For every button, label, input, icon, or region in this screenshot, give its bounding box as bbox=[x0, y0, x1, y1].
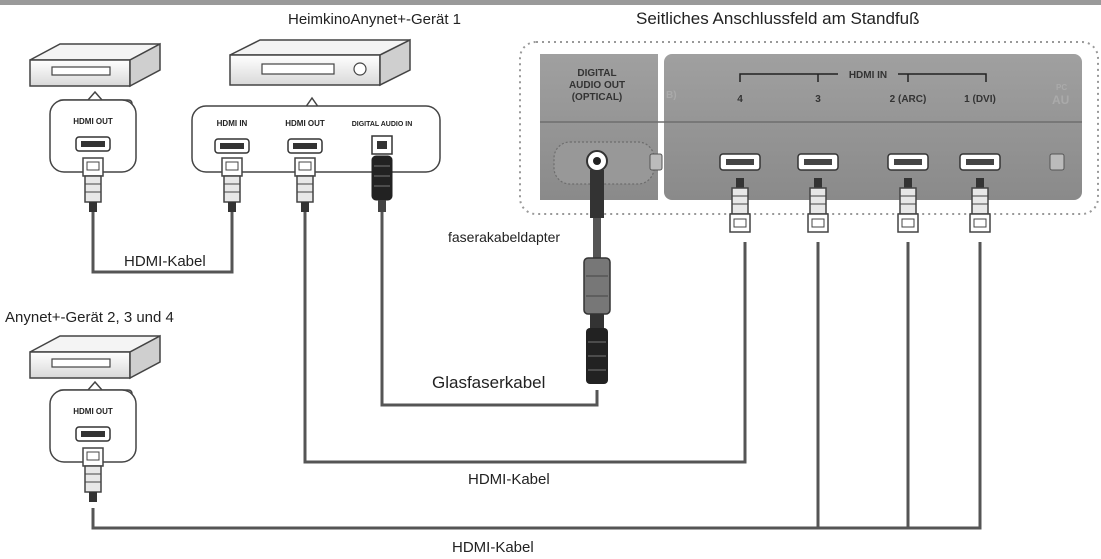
digital-audio-out-line3: (OPTICAL) bbox=[572, 92, 623, 103]
port-4-label: 4 bbox=[737, 94, 743, 105]
hdmi-cable-label-mid: HDMI-Kabel bbox=[468, 471, 550, 488]
digital-audio-out-line2: AUDIO OUT bbox=[569, 80, 625, 91]
hdmi-out-callout-top: HDMI OUT bbox=[49, 90, 137, 213]
pc-label-1: PC bbox=[1056, 83, 1067, 92]
hdmi-out-callout-bottom: HDMI OUT bbox=[49, 380, 137, 503]
optical-plug-ht bbox=[371, 155, 393, 212]
optical-cable-label: Glasfaserkabel bbox=[432, 373, 545, 392]
digital-audio-in-label: DIGITAL AUDIO IN bbox=[352, 121, 413, 128]
panel-left-cut-label: B) bbox=[666, 90, 677, 101]
anynet-devices-title: Anynet+-Gerät 2, 3 und 4 bbox=[5, 309, 174, 326]
optical-adapter-label: faserakabeldapter bbox=[448, 229, 560, 245]
home-theater-device bbox=[229, 38, 411, 87]
hdmi-out-label-top: HDMI OUT bbox=[73, 117, 113, 126]
side-panel-title: Seitliches Anschlussfeld am Standfuß bbox=[636, 9, 919, 28]
hdmi-cable-label-top: HDMI-Kabel bbox=[124, 253, 206, 270]
port-1-label: 1 (DVI) bbox=[964, 94, 996, 105]
home-theater-title: HeimkinoAnynet+-Gerät 1 bbox=[288, 11, 461, 28]
source-device-top bbox=[29, 42, 161, 88]
digital-audio-out-line1: DIGITAL bbox=[577, 68, 616, 79]
top-rule bbox=[0, 0, 1101, 5]
source-device-bottom bbox=[29, 334, 161, 380]
hdmi-in-header: HDMI IN bbox=[849, 70, 887, 81]
pc-label-2: AU bbox=[1052, 93, 1069, 107]
hdmi-cable-label-bottom: HDMI-Kabel bbox=[452, 539, 534, 556]
port-3-label: 3 bbox=[815, 94, 821, 105]
port-2-label: 2 (ARC) bbox=[890, 94, 927, 105]
cables bbox=[91, 212, 982, 530]
hdmi-in-bracket bbox=[739, 73, 987, 82]
panel-sockets bbox=[586, 150, 1065, 172]
hdmi-out-label-bottom: HDMI OUT bbox=[73, 407, 113, 416]
home-theater-port-panel: HDMI IN HDMI OUT DIGITAL AUDIO IN bbox=[191, 96, 441, 213]
hdmi-out-label-ht: HDMI OUT bbox=[285, 119, 325, 128]
hdmi-in-label: HDMI IN bbox=[217, 119, 248, 128]
optical-adapter-chain bbox=[583, 170, 611, 384]
